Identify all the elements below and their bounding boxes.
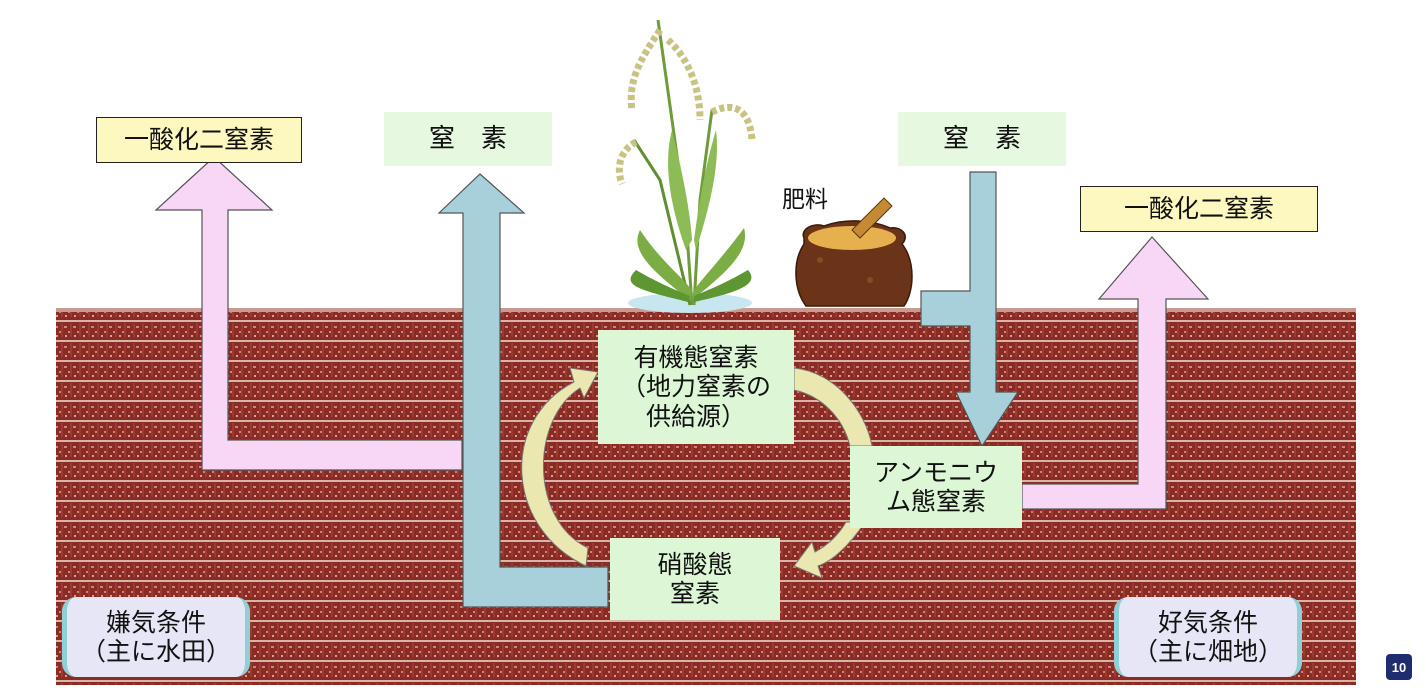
cycle-arrow-nitrate-to-organic <box>521 367 599 567</box>
nitrate-nitrogen-box: 硝酸態 窒素 <box>610 538 780 620</box>
anaerobic-condition-box: 嫌気条件 （主に水田） <box>62 597 250 677</box>
n2-left-arrow <box>437 173 609 608</box>
ammonium-nitrogen-box: アンモニウ ム態窒素 <box>850 446 1022 528</box>
page-number: 10 <box>1391 659 1407 675</box>
organic-nitrogen-box: 有機態窒素 （地力窒素の 供給源） <box>598 330 794 444</box>
n2-left-label: 窒 素 <box>428 123 507 154</box>
fertilizer-bag-icon <box>795 197 913 307</box>
rice-plant-icon <box>615 19 756 313</box>
aerobic-condition-label: 好気条件 （主に畑地） <box>1132 607 1283 667</box>
nitrate-nitrogen-label: 硝酸態 窒素 <box>657 549 733 609</box>
cycle-arrow-ammonium-to-nitrate <box>793 521 866 579</box>
organic-nitrogen-label: 有機態窒素 （地力窒素の 供給源） <box>620 342 771 431</box>
n2-left-box: 窒 素 <box>384 112 552 166</box>
ammonium-nitrogen-label: アンモニウ ム態窒素 <box>873 457 998 517</box>
n2o-left-box: 一酸化二窒素 <box>96 117 302 163</box>
n2-right-box: 窒 素 <box>898 112 1066 166</box>
n2-right-arrow <box>920 171 1020 448</box>
anaerobic-condition-label: 嫌気条件 （主に水田） <box>80 607 231 667</box>
n2o-right-box: 一酸化二窒素 <box>1080 186 1318 232</box>
n2o-left-label: 一酸化二窒素 <box>123 125 274 155</box>
page-number-badge: 10 <box>1386 654 1412 680</box>
n2o-left-arrow <box>154 156 463 471</box>
fertilizer-label: 肥料 <box>782 187 828 213</box>
n2o-right-label: 一酸化二窒素 <box>1123 194 1274 224</box>
n2-right-label: 窒 素 <box>942 123 1021 154</box>
n2o-right-arrow <box>1021 236 1210 510</box>
aerobic-condition-box: 好気条件 （主に畑地） <box>1114 597 1302 677</box>
